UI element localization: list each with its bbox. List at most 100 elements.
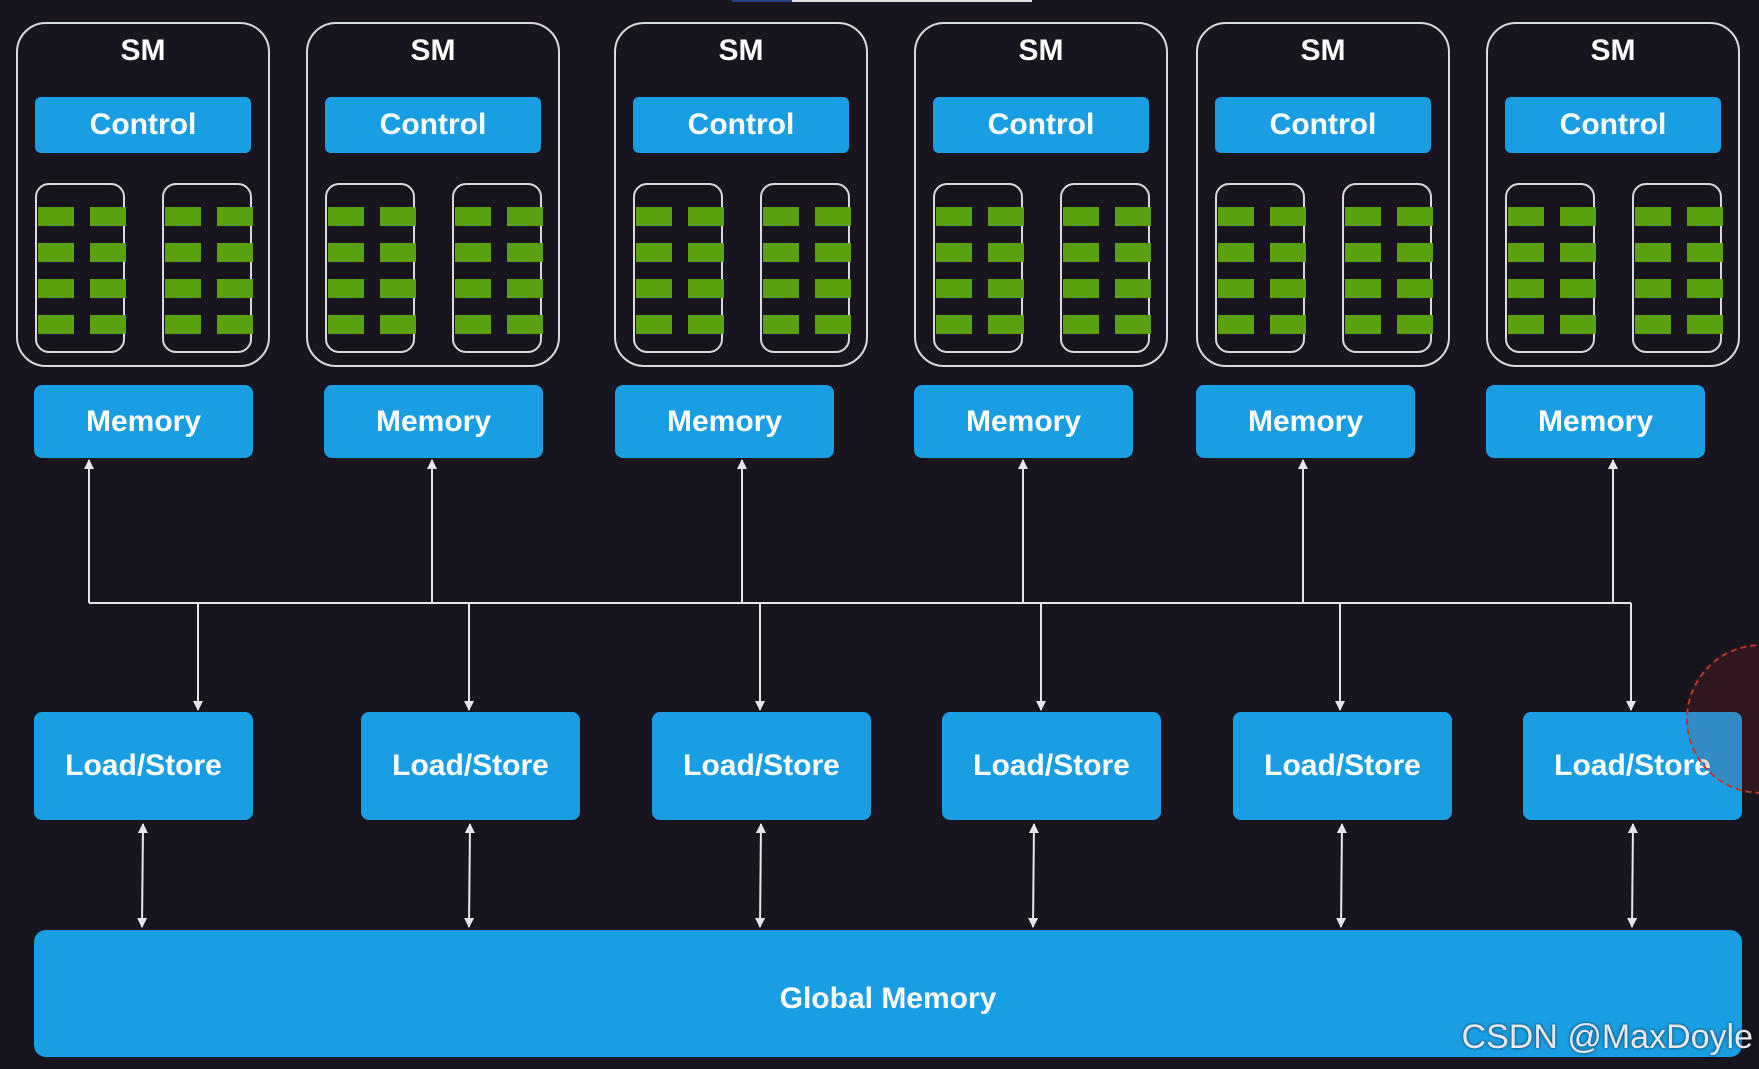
cuda-core (763, 207, 799, 226)
sm-title: SM (1018, 34, 1064, 67)
control-unit: Control (35, 97, 251, 153)
cuda-core (988, 243, 1024, 262)
sm-memory-box: Memory (1486, 385, 1705, 458)
cuda-core (380, 279, 416, 298)
cuda-core (1635, 207, 1671, 226)
cuda-core (217, 207, 253, 226)
cuda-core (1635, 279, 1671, 298)
sm-memory-box: Memory (615, 385, 834, 458)
sm-block: SM Control (914, 22, 1168, 367)
cuda-core (507, 279, 543, 298)
cuda-core (763, 243, 799, 262)
cuda-core (1345, 315, 1381, 334)
control-unit: Control (933, 97, 1149, 153)
cuda-core (1397, 315, 1433, 334)
cuda-core (38, 243, 74, 262)
cuda-core (936, 279, 972, 298)
cuda-core (165, 243, 201, 262)
cuda-core (815, 207, 851, 226)
cuda-core (328, 243, 364, 262)
cuda-core (1508, 315, 1544, 334)
cuda-core (1270, 207, 1306, 226)
load-store-unit: Load/Store (652, 712, 871, 820)
cuda-core (1397, 279, 1433, 298)
core-group-left (1215, 183, 1306, 353)
cuda-core (455, 279, 491, 298)
cuda-core (1635, 243, 1671, 262)
cuda-core (1508, 207, 1544, 226)
sm-block: SM Control (1486, 22, 1740, 367)
cuda-core (328, 207, 364, 226)
cuda-core (165, 279, 201, 298)
cuda-core (988, 315, 1024, 334)
cuda-core (165, 315, 201, 334)
load-store-unit: Load/Store (34, 712, 253, 820)
cuda-core (455, 243, 491, 262)
cuda-core (455, 315, 491, 334)
cuda-core (936, 315, 972, 334)
sm-title: SM (1590, 34, 1636, 67)
cuda-core (688, 243, 724, 262)
cuda-core (1218, 279, 1254, 298)
cuda-core (217, 315, 253, 334)
cuda-core (688, 315, 724, 334)
cuda-core (1345, 243, 1381, 262)
load-store-unit: Load/Store (361, 712, 580, 820)
cuda-core (38, 207, 74, 226)
sm-block: SM Control (614, 22, 868, 367)
cuda-core (1115, 207, 1151, 226)
cuda-core (1218, 207, 1254, 226)
sm-memory-box: Memory (34, 385, 253, 458)
cuda-core (165, 207, 201, 226)
cuda-core (1508, 243, 1544, 262)
cuda-core (815, 315, 851, 334)
global-bidirectional-arrow (755, 823, 766, 928)
cuda-core (1218, 315, 1254, 334)
core-group-left (1505, 183, 1596, 353)
cuda-core (1063, 279, 1099, 298)
sm-title: SM (120, 34, 166, 67)
cuda-core (1115, 315, 1151, 334)
sm-title: SM (1300, 34, 1346, 67)
cuda-core (636, 315, 672, 334)
cuda-core (1218, 243, 1254, 262)
cuda-core (1063, 315, 1099, 334)
cuda-core (90, 315, 126, 334)
core-group-right (1342, 183, 1433, 353)
core-group-left (35, 183, 126, 353)
cuda-core (1115, 279, 1151, 298)
sm-memory-box: Memory (324, 385, 543, 458)
cuda-core (1560, 315, 1596, 334)
cuda-core (688, 207, 724, 226)
cuda-core (1560, 279, 1596, 298)
cuda-core (507, 207, 543, 226)
core-group-right (1060, 183, 1151, 353)
core-group-right (162, 183, 253, 353)
global-bidirectional-arrow (1627, 823, 1638, 928)
core-group-right (452, 183, 543, 353)
core-group-right (760, 183, 851, 353)
cuda-core (1687, 315, 1723, 334)
cuda-core (1635, 315, 1671, 334)
cuda-core (988, 279, 1024, 298)
cuda-core (1687, 279, 1723, 298)
cuda-core (38, 279, 74, 298)
cuda-core (507, 243, 543, 262)
sm-block: SM Control (1196, 22, 1450, 367)
cuda-core (217, 243, 253, 262)
core-group-left (933, 183, 1024, 353)
cuda-core (636, 243, 672, 262)
cuda-core (988, 207, 1024, 226)
global-memory-label: Global Memory (779, 981, 997, 1015)
video-progress-bar-played (732, 0, 792, 2)
cuda-core (1063, 207, 1099, 226)
global-bidirectional-arrow (1028, 823, 1039, 928)
cuda-core (455, 207, 491, 226)
cuda-core (1560, 243, 1596, 262)
cuda-core (1270, 243, 1306, 262)
control-unit: Control (1215, 97, 1431, 153)
cuda-core (815, 279, 851, 298)
global-bidirectional-arrow (464, 823, 475, 928)
sm-block: SM Control (306, 22, 560, 367)
